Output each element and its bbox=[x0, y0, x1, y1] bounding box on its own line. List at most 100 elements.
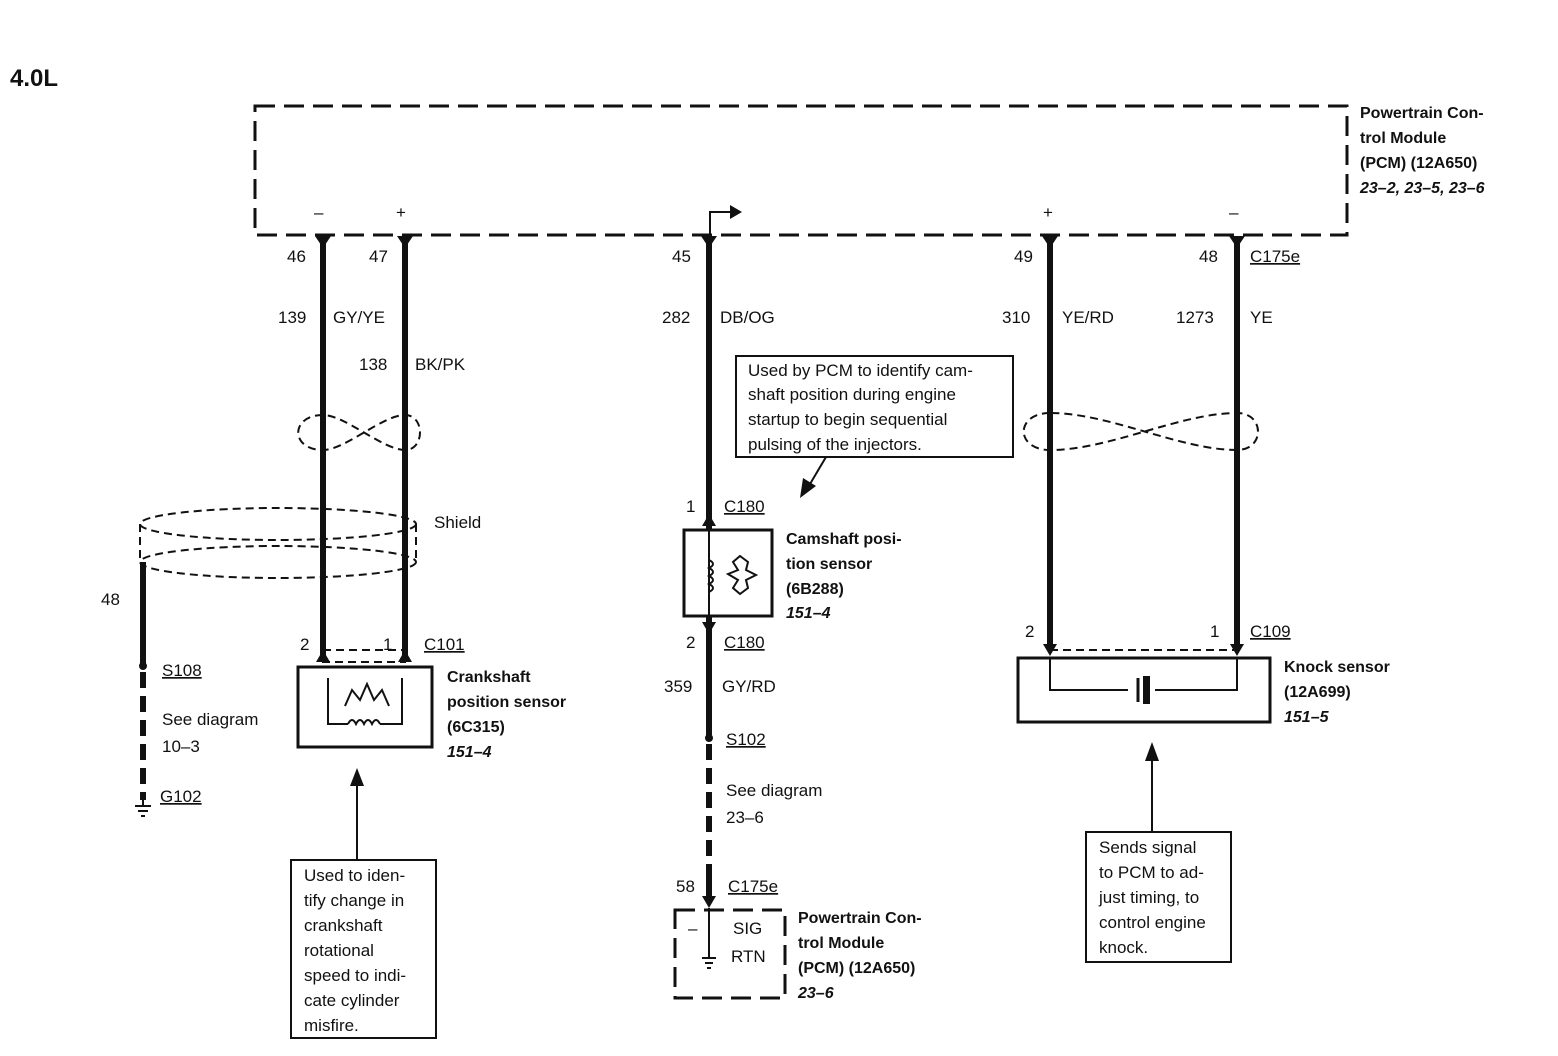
pin-47-terminal bbox=[397, 236, 413, 248]
knock-note-line-4: control engine bbox=[1099, 913, 1206, 932]
crank-note-line-3: crankshaft bbox=[304, 916, 383, 935]
c101-pin-2-label: 2 bbox=[300, 635, 309, 654]
shield-ellipse-bottom bbox=[139, 545, 417, 579]
ground-g102-label: G102 bbox=[160, 787, 202, 806]
pin-sign-minus-46: – bbox=[314, 203, 324, 222]
camshaft-circuit: 45 282 DB/OG Used by PCM to identify cam… bbox=[662, 205, 1014, 1002]
pin-48-label: 48 bbox=[1199, 247, 1218, 266]
pcm-bottom-box bbox=[673, 908, 787, 1000]
pcm-bottom-name-line-3: (PCM) (12A650) bbox=[798, 960, 915, 977]
pin-46-label: 46 bbox=[287, 247, 306, 266]
pcm-top-name-line-1: Powertrain Con- bbox=[1360, 105, 1484, 122]
pcm-bottom-minus-sign: – bbox=[688, 919, 698, 938]
cam-name-line-2: tion sensor bbox=[786, 556, 872, 573]
pcm-top-box bbox=[253, 104, 1349, 237]
circuit-139-color: GY/YE bbox=[333, 308, 385, 327]
crank-note-box bbox=[290, 859, 437, 1039]
cam-name-line-3: (6B288) bbox=[786, 581, 844, 598]
crank-note-line-5: speed to indi- bbox=[304, 966, 406, 985]
knock-note-line-3: just timing, to bbox=[1098, 888, 1199, 907]
c101-pin-1-label: 1 bbox=[383, 635, 392, 654]
cam-note-arrowhead bbox=[800, 478, 816, 498]
circuit-359-number: 359 bbox=[664, 677, 692, 696]
shield-label: Shield bbox=[434, 513, 481, 532]
knock-note-line-2: to PCM to ad- bbox=[1099, 863, 1204, 882]
circuit-1273-number: 1273 bbox=[1176, 308, 1214, 327]
c175e-top-connector-label: C175e bbox=[1250, 247, 1300, 266]
pin-sign-plus-47: + bbox=[396, 203, 406, 222]
knock-ref: 151–5 bbox=[1284, 709, 1330, 726]
circuit-310-number: 310 bbox=[1002, 308, 1030, 327]
knock-sensor-label: Knock sensor (12A699) 151–5 bbox=[1284, 659, 1390, 726]
circuit-282-number: 282 bbox=[662, 308, 690, 327]
c109-pin-1-label: 1 bbox=[1210, 622, 1219, 641]
circuit-310-color: YE/RD bbox=[1062, 308, 1114, 327]
knock-sensor-icon bbox=[1049, 658, 1238, 704]
cam-see-diagram-line-1: See diagram bbox=[726, 781, 822, 800]
crank-note-text: Used to iden- tify change in crankshaft … bbox=[304, 866, 406, 1035]
crank-note-line-6: cate cylinder bbox=[304, 991, 400, 1010]
circuit-139-number: 139 bbox=[278, 308, 306, 327]
crank-note-line-2: tify change in bbox=[304, 891, 404, 910]
circuit-138-color: BK/PK bbox=[415, 355, 466, 374]
c180-pin-1-label: 1 bbox=[686, 497, 695, 516]
ground-icon bbox=[135, 800, 151, 817]
knock-note-box bbox=[1085, 831, 1232, 963]
signal-flag-icon bbox=[730, 205, 742, 219]
cam-see-diagram-line-2: 23–6 bbox=[726, 808, 764, 827]
knock-name-line-1: Knock sensor bbox=[1284, 659, 1390, 676]
shield-see-diagram-line-2: 10–3 bbox=[162, 737, 200, 756]
circuit-282-color: DB/OG bbox=[720, 308, 775, 327]
c109-connector-label: C109 bbox=[1250, 622, 1291, 641]
pin-45-label: 45 bbox=[672, 247, 691, 266]
pcm-bottom-ground-icon bbox=[702, 957, 716, 969]
pcm-top-ref: 23–2, 23–5, 23–6 bbox=[1359, 180, 1485, 197]
pcm-bottom-sig-line-2: RTN bbox=[731, 947, 766, 966]
circuit-138-number: 138 bbox=[359, 355, 387, 374]
knock-note-arrowhead bbox=[1145, 742, 1159, 761]
knock-note-line-1: Sends signal bbox=[1099, 838, 1196, 857]
pcm-top-name-line-2: trol Module bbox=[1360, 130, 1446, 147]
c101-pin1-terminal bbox=[398, 650, 412, 662]
c180-pin-2-label: 2 bbox=[686, 633, 695, 652]
pin-46-terminal bbox=[315, 236, 331, 248]
cam-note-line-4: pulsing of the injectors. bbox=[748, 435, 922, 454]
c180-bottom-connector-label: C180 bbox=[724, 633, 765, 652]
pin-sign-plus-49: + bbox=[1043, 203, 1053, 222]
pcm-bottom-ref: 23–6 bbox=[797, 985, 834, 1002]
crank-name-line-2: position sensor bbox=[447, 694, 566, 711]
cam-note-line-3: startup to begin sequential bbox=[748, 410, 947, 429]
pcm-bottom-sig-line-1: SIG bbox=[733, 919, 762, 938]
cam-note-text: Used by PCM to identify cam- shaft posit… bbox=[748, 361, 973, 454]
knock-sensor-circuit: 49 48 C175e 310 YE/RD 1273 YE 2 1 C109 K… bbox=[1002, 236, 1390, 963]
splice-s102-label: S102 bbox=[726, 730, 766, 749]
cam-note-line-1: Used by PCM to identify cam- bbox=[748, 361, 973, 380]
c175e-bottom-connector-label: C175e bbox=[728, 877, 778, 896]
pcm-bottom-label: Powertrain Con- trol Module (PCM) (12A65… bbox=[797, 910, 922, 1002]
splice-s108-dot bbox=[139, 662, 147, 670]
twisted-pair-symbol-knock bbox=[1022, 411, 1259, 452]
shield-ellipse-top bbox=[139, 507, 417, 541]
knock-note-text: Sends signal to PCM to ad- just timing, … bbox=[1098, 838, 1206, 957]
knock-note-line-5: knock. bbox=[1099, 938, 1148, 957]
pin-49-label: 49 bbox=[1014, 247, 1033, 266]
signal-flag-line bbox=[709, 211, 732, 240]
pcm-bottom-name-line-1: Powertrain Con- bbox=[798, 910, 922, 927]
crank-ref: 151–4 bbox=[447, 744, 492, 761]
camshaft-sensor-label: Camshaft posi- tion sensor (6B288) 151–4 bbox=[786, 531, 902, 622]
splice-s102-dot bbox=[705, 734, 713, 742]
cam-ref: 151–4 bbox=[786, 605, 831, 622]
crank-note-arrowhead bbox=[350, 768, 364, 786]
splice-s108-label: S108 bbox=[162, 661, 202, 680]
pcm-bottom-name-line-2: trol Module bbox=[798, 935, 884, 952]
c180-top-connector-label: C180 bbox=[724, 497, 765, 516]
crank-name-line-1: Crankshaft bbox=[447, 669, 531, 686]
pin-47-label: 47 bbox=[369, 247, 388, 266]
cam-note-box bbox=[735, 355, 1014, 458]
pin-sign-minus-48: – bbox=[1229, 203, 1239, 222]
crankshaft-sensor-icon bbox=[327, 678, 403, 727]
crankshaft-circuit: 46 47 139 GY/YE 138 BK/PK Shield 48 S108… bbox=[101, 236, 566, 1039]
pin-58-terminal bbox=[702, 896, 716, 908]
circuit-1273-color: YE bbox=[1250, 308, 1273, 327]
